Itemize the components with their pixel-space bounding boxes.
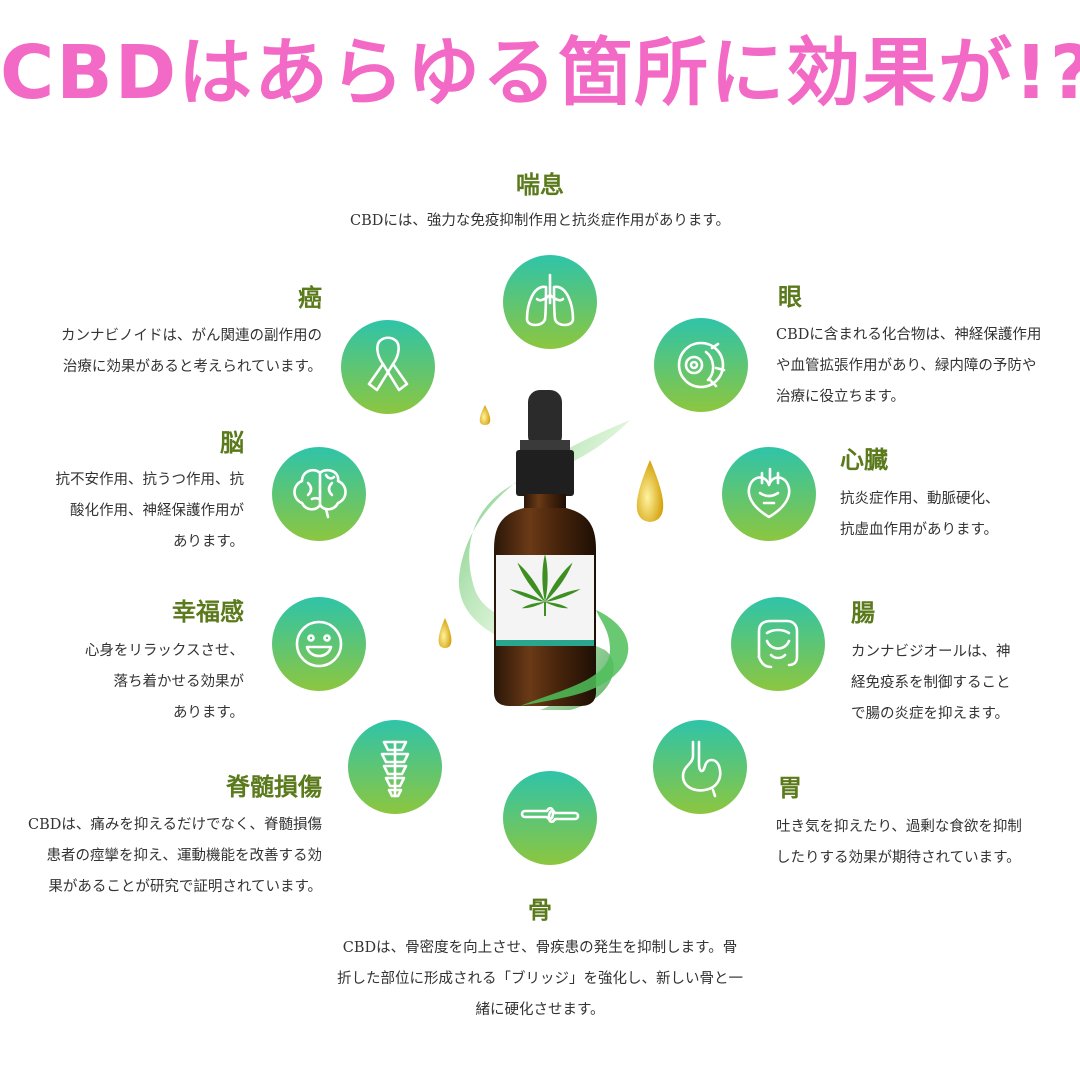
stomach-icon — [653, 720, 747, 814]
brain-label: 脳 — [220, 429, 244, 457]
lungs-icon — [503, 255, 597, 349]
cancer-description: カンナビノイドは、がん関連の副作用の 治療に効果があると考えられています。 — [61, 328, 322, 375]
heart-label: 心臓 — [840, 446, 888, 474]
asthma-description: CBDには、強力な免疫抑制作用と抗炎症作用があります。 — [350, 213, 730, 229]
brain-icon — [272, 447, 366, 541]
cancer-label: 癌 — [298, 284, 322, 312]
bone-label: 骨 — [528, 896, 552, 924]
happiness-label: 幸福感 — [172, 598, 244, 626]
heart-description: 抗炎症作用、動脈硬化、 抗虚血作用があります。 — [840, 491, 1000, 538]
intestine-icon — [731, 597, 825, 691]
page-title: CBDはあらゆる箇所に効果が!? — [0, 30, 1080, 116]
eye-label: 眼 — [778, 283, 802, 311]
ribbon-icon — [341, 320, 435, 414]
intestine-description: カンナビジオールは、神 経免疫系を制御すること で腸の炎症を抑えます。 — [851, 644, 1011, 722]
cbd-bottle-illustration — [438, 390, 664, 710]
intestine-label: 腸 — [851, 599, 875, 627]
heart-icon — [722, 447, 816, 541]
stomach-label: 胃 — [778, 774, 802, 802]
eye-description: CBDに含まれる化合物は、神経保護作用 や血管拡張作用があり、緑内障の予防や 治… — [776, 327, 1042, 405]
spinal-injury-description: CBDは、痛みを抑えるだけでなく、脊髄損傷 患者の痙攣を抑え、運動機能を改善する… — [28, 817, 322, 895]
spinal-injury-label: 脊髄損傷 — [226, 773, 322, 801]
stomach-description: 吐き気を抑えたり、過剰な食欲を抑制 したりする効果が期待されています。 — [776, 819, 1022, 866]
brain-description: 抗不安作用、抗うつ作用、抗 酸化作用、神経保護作用が あります。 — [55, 472, 245, 550]
cannabis-leaf-icon — [509, 554, 581, 616]
asthma-label: 喘息 — [516, 171, 564, 199]
oil-droplets — [438, 405, 664, 648]
bone-joint-icon — [503, 771, 597, 865]
happiness-description: 心身をリラックスさせ、 落ち着かせる効果が あります。 — [84, 643, 244, 721]
spine-icon — [348, 720, 442, 814]
bone-description: CBDは、骨密度を向上させ、骨疾患の発生を抑制します。骨 折した部位に形成される… — [337, 940, 743, 1018]
smiley-icon — [272, 597, 366, 691]
eye-icon — [654, 318, 748, 412]
